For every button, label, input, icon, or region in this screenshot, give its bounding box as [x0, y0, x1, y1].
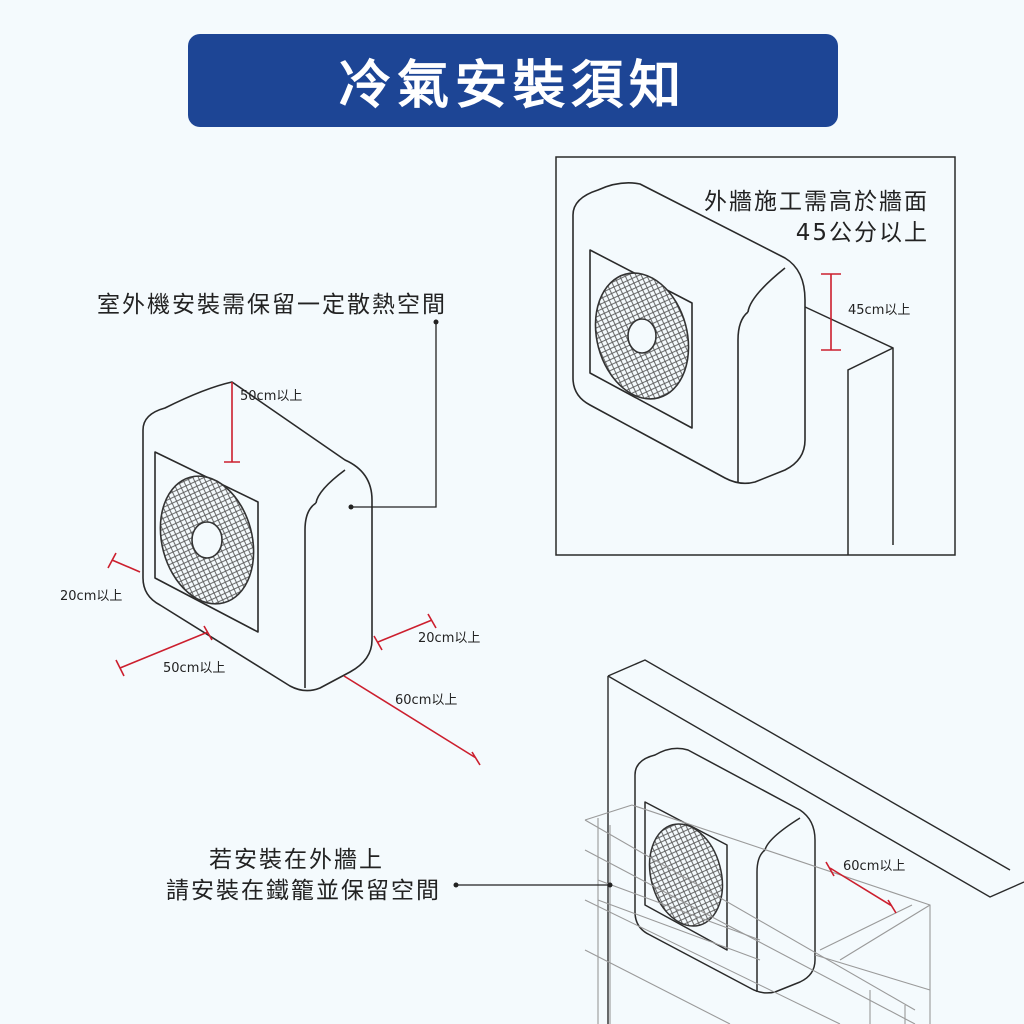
- dim-label-cage: 60cm以上: [843, 859, 906, 874]
- dim-cage: [825, 861, 897, 914]
- dim-label-back: 60cm以上: [395, 693, 458, 708]
- outdoor-unit-in-cage: [634, 747, 816, 994]
- dim-right: [373, 613, 437, 651]
- dim-back: [343, 675, 481, 766]
- wall-scene-frame: [555, 156, 956, 556]
- wall-block: [802, 305, 894, 555]
- dim-label-right: 20cm以上: [418, 631, 481, 646]
- outdoor-unit-on-wall: [572, 182, 806, 485]
- clearance-callout-line: [348, 319, 439, 510]
- dimension-lines: [107, 382, 481, 766]
- exterior-wall: [607, 659, 1024, 1024]
- clearance-callout-text: 室外機安裝需保留一定散熱空間: [97, 292, 447, 318]
- iron-cage: [584, 804, 931, 1024]
- title-banner: 冷氣安裝須知: [188, 34, 838, 127]
- dim-label-top: 50cm以上: [240, 389, 303, 404]
- dim-front: [115, 625, 213, 677]
- dim-label-front: 50cm以上: [163, 661, 226, 676]
- dim-top: [224, 382, 240, 463]
- dim-label-left: 20cm以上: [60, 589, 123, 604]
- wall-height-text-line1: 外牆施工需高於牆面: [704, 189, 929, 215]
- dim-left: [107, 552, 141, 573]
- cage-text-line1: 若安裝在外牆上: [209, 847, 384, 873]
- cage-callout-line: [453, 882, 613, 888]
- page-title: 冷氣安裝須知: [338, 56, 687, 116]
- dim-wall: [821, 273, 841, 351]
- cage-text-line2: 請安裝在鐵籠並保留空間: [166, 878, 441, 904]
- dim-label-wall: 45cm以上: [848, 303, 911, 318]
- outdoor-unit: [142, 381, 373, 692]
- wall-height-text-line2: 45公分以上: [795, 220, 929, 246]
